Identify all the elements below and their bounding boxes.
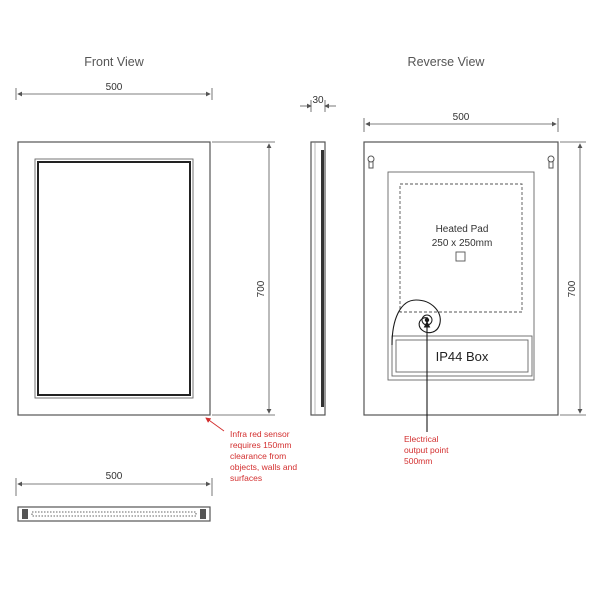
front-width-label: 500 <box>106 82 123 93</box>
sensor-note-line-4: objects, walls and <box>230 462 297 472</box>
reverse-view: Reverse View 500 Heated Pad 250 x 250mm <box>363 55 586 466</box>
sensor-note-line-3: clearance from <box>230 451 286 461</box>
bottom-width-dimension: 500 <box>15 471 213 496</box>
sensor-note-line-5: surfaces <box>230 473 262 483</box>
front-width-dimension: 500 <box>15 82 213 100</box>
reverse-height-label: 700 <box>567 280 578 297</box>
side-depth-dimension: 30 <box>300 95 336 112</box>
led-border-inner <box>37 161 191 396</box>
mirror-front-panel <box>17 141 211 416</box>
electrical-note-line-3: 500mm <box>404 456 432 466</box>
ip44-box-frame <box>391 335 533 377</box>
sensor-callout: Infra red sensor requires 150mm clearanc… <box>205 417 297 483</box>
electrical-callout: Electrical output point 500mm <box>404 320 449 466</box>
bottom-view: 500 <box>15 471 213 522</box>
bottom-sensor-grille <box>31 511 197 517</box>
side-led-strip <box>321 150 324 407</box>
reverse-width-label: 500 <box>453 112 470 123</box>
bottom-end-cap-left <box>22 509 28 519</box>
side-view: 30 <box>300 95 336 416</box>
heated-pad: Heated Pad 250 x 250mm <box>399 183 523 313</box>
electrical-note-line-2: output point <box>404 445 449 455</box>
bottom-end-cap-right <box>200 509 206 519</box>
keyhole-hanger-left-icon <box>367 155 375 169</box>
side-depth-label: 30 <box>312 95 324 106</box>
mirror-back-panel <box>363 141 559 416</box>
sensor-note-line-1: Infra red sensor <box>230 429 290 439</box>
heated-pad-size: 250 x 250mm <box>432 238 493 249</box>
front-height-dimension: 700 <box>212 141 275 416</box>
front-height-label: 700 <box>256 280 267 297</box>
keyhole-hanger-right-icon <box>547 155 555 169</box>
heated-pad-label: Heated Pad <box>436 224 489 235</box>
reverse-width-dimension: 500 <box>363 112 559 132</box>
reverse-view-title: Reverse View <box>408 55 486 69</box>
sensor-note-line-2: requires 150mm <box>230 440 291 450</box>
ip44-box: IP44 Box <box>391 335 533 377</box>
front-view-title: Front View <box>84 55 144 69</box>
heated-pad-connector <box>455 251 466 262</box>
back-frame <box>387 171 535 381</box>
mirror-bottom-profile <box>17 506 211 522</box>
ip44-box-inner <box>395 339 529 373</box>
front-view: Front View 500 700 Infra red sensor requ… <box>15 55 297 483</box>
heated-pad-outline <box>399 183 523 313</box>
reverse-height-dimension: 700 <box>560 141 586 416</box>
led-border-outer <box>34 158 194 399</box>
bottom-width-label: 500 <box>106 471 123 482</box>
electrical-note-line-1: Electrical <box>404 434 439 444</box>
ip44-box-label: IP44 Box <box>436 349 489 364</box>
